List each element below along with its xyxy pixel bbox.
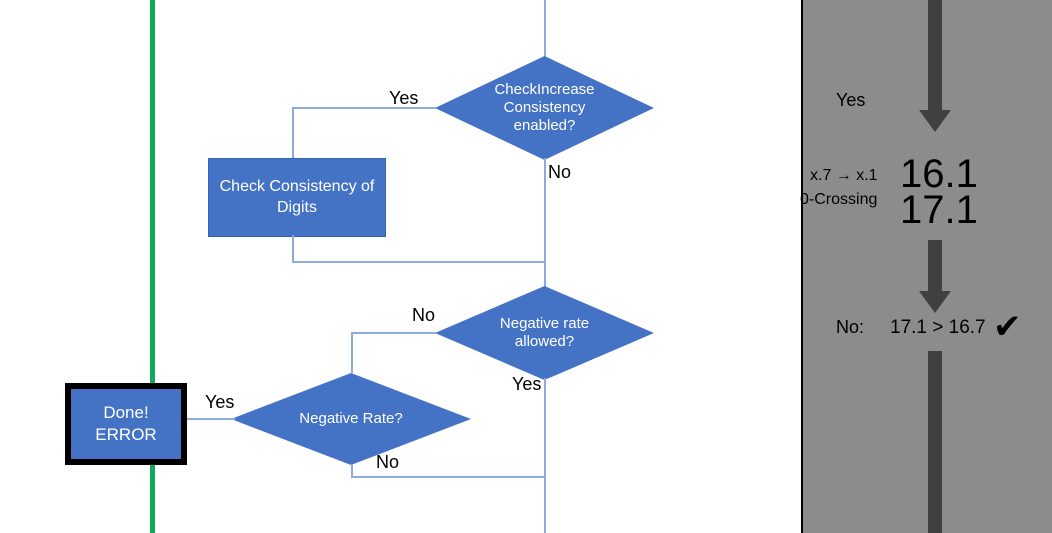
decision-check-increase-line-2: Consistency xyxy=(503,99,586,117)
edge-label-check-increase-no: No xyxy=(548,162,572,182)
decision-negative-rate-allowed-line-2: allowed? xyxy=(514,333,575,350)
rounding-example-panel xyxy=(801,0,1052,533)
edge-label-negative-rate-no: No xyxy=(376,452,400,472)
decision-negative-rate-allowed[interactable]: Negative rate allowed? xyxy=(435,286,654,380)
panel-arrow-3-shaft xyxy=(928,351,942,533)
panel-comparison-expression: 17.1 > 16.7 xyxy=(890,317,986,338)
connector-process-exit-vertical xyxy=(292,235,294,262)
terminator-done-error[interactable]: Done! ERROR xyxy=(65,383,187,465)
connector-check-increase-no-spine xyxy=(544,158,546,287)
process-check-consistency-of-digits[interactable]: Check Consistency of Digits xyxy=(208,158,386,237)
connector-negative-rate-no-vertical xyxy=(351,464,353,477)
edge-label-negative-rate-allowed-no: No xyxy=(412,305,436,325)
edge-label-check-increase-yes: Yes xyxy=(389,88,419,108)
connector-check-increase-yes-horizontal xyxy=(292,107,437,109)
decision-negative-rate-line-1: Negative Rate? xyxy=(299,410,403,428)
panel-arrow-1-shaft xyxy=(928,0,942,113)
decision-check-increase-line-3: enabled? xyxy=(513,116,576,134)
panel-arrow-1-head xyxy=(919,110,951,132)
connector-top-into-check-increase xyxy=(544,0,546,57)
edge-label-negative-rate-yes: Yes xyxy=(205,392,235,412)
panel-label-rounding-rule-line-1: x.7 → x.1 xyxy=(810,167,878,184)
green-guide-line xyxy=(150,0,155,533)
connector-negative-rate-allowed-no-horizontal xyxy=(351,332,437,334)
panel-arrow-2-head xyxy=(919,291,951,313)
connector-negative-rate-allowed-no-vertical xyxy=(351,332,353,373)
edge-label-negative-rate-allowed-yes: Yes xyxy=(512,374,542,394)
process-check-consistency-line-1: Check Consistency xyxy=(219,177,357,195)
panel-value-result: 17.1 xyxy=(900,188,978,232)
connector-negative-rate-yes-horizontal xyxy=(173,418,235,420)
panel-label-rounding-rule-line-2: 0-Crossing xyxy=(800,191,878,208)
panel-arrow-2-shaft xyxy=(928,240,942,294)
connector-process-exit-horizontal xyxy=(292,261,545,263)
connector-negative-rate-allowed-yes-spine xyxy=(544,378,546,533)
terminator-done-error-line-2: ERROR xyxy=(95,425,157,444)
panel-comparison-check-icon: ✔ xyxy=(993,308,1022,346)
connector-negative-rate-no-horizontal xyxy=(351,476,545,478)
process-check-consistency-line-2: of Digits xyxy=(276,177,375,216)
decision-check-increase-consistency[interactable]: CheckIncrease Consistency enabled? xyxy=(435,56,654,160)
terminator-done-error-line-1: Done! xyxy=(103,402,149,422)
decision-negative-rate[interactable]: Negative Rate? xyxy=(231,373,471,465)
decision-negative-rate-allowed-line-1: Negative rate xyxy=(499,315,590,333)
panel-value-struck: 16.1 xyxy=(900,152,1052,197)
panel-label-yes: Yes xyxy=(836,90,866,110)
panel-comparison-prefix: No: xyxy=(836,317,865,337)
connector-check-increase-yes-vertical xyxy=(292,107,294,158)
decision-check-increase-line-1: CheckIncrease xyxy=(494,81,595,99)
